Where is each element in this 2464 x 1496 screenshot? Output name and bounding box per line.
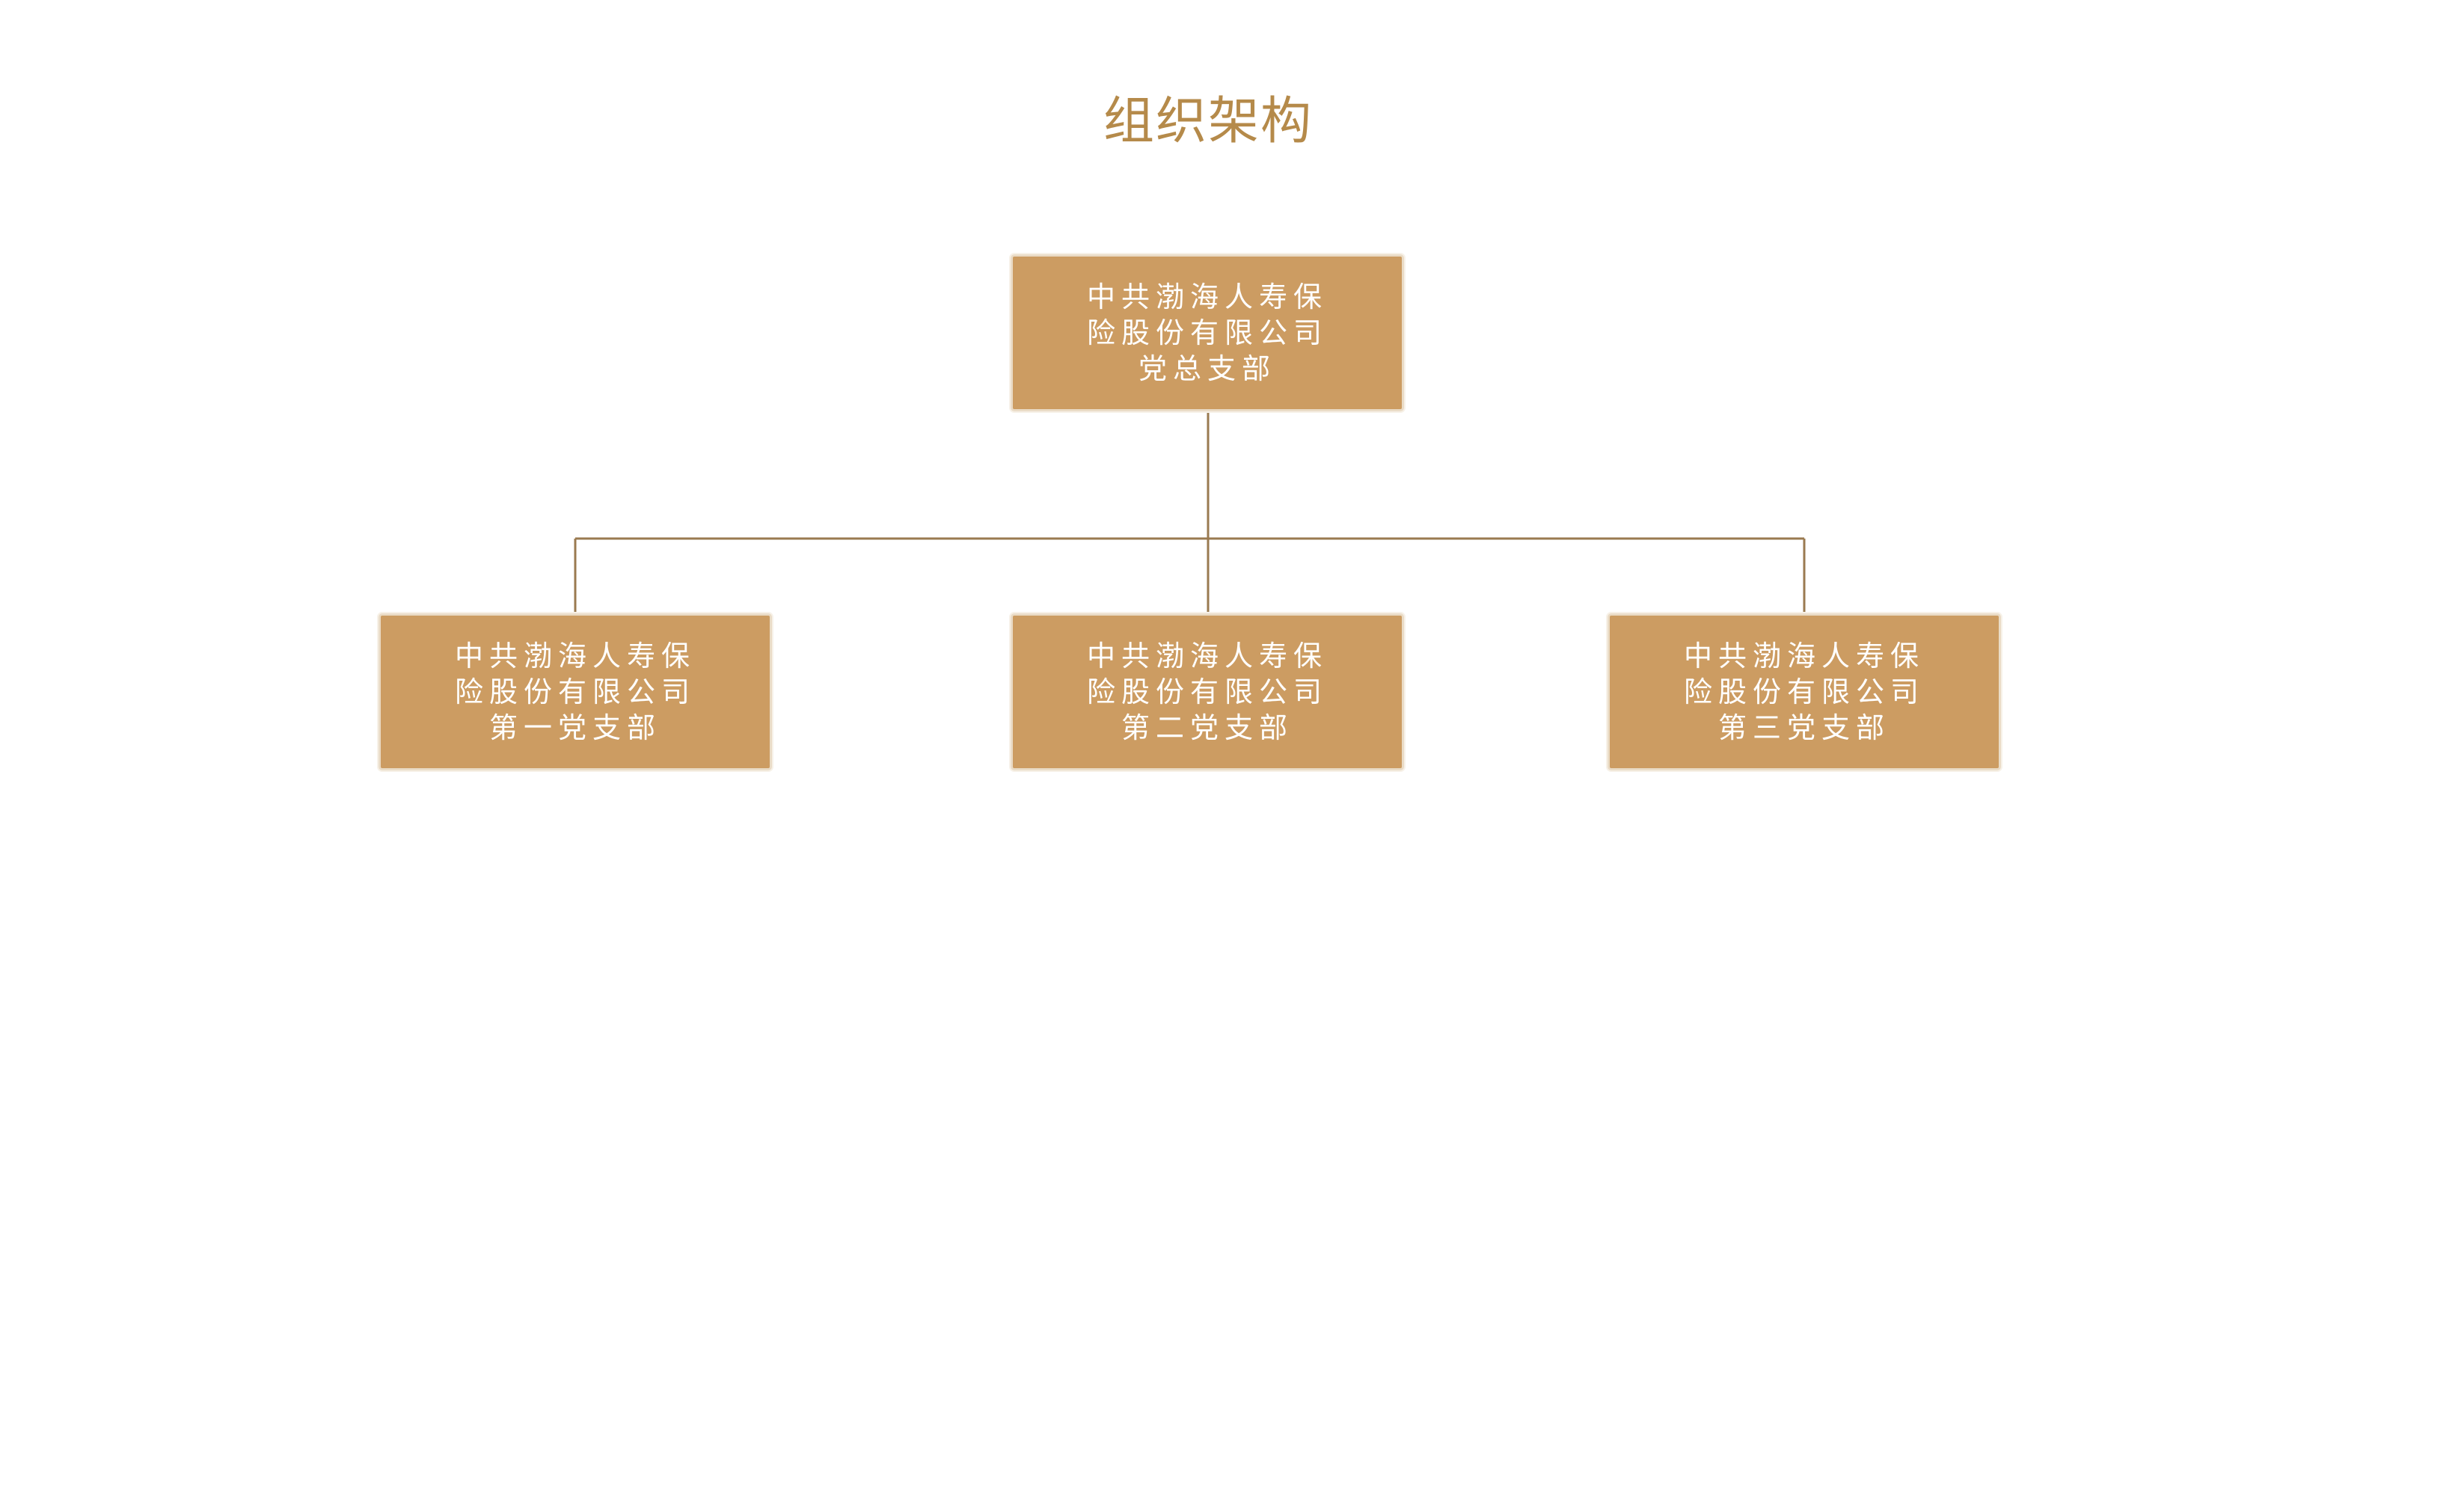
org-node-first-label: 中共渤海人寿保 险股份有限公司 第一党支部 [455,638,696,746]
org-node-root-label: 中共渤海人寿保 险股份有限公司 党总支部 [1087,279,1328,387]
org-node-root-line-1: 中共渤海人寿保 [1086,280,1328,313]
org-node-root-line-2: 险股份有限公司 [1086,316,1328,349]
org-node-second-line-3: 第二党支部 [1121,711,1293,744]
org-node-second-party-branch: 中共渤海人寿保 险股份有限公司 第二党支部 [1011,613,1404,770]
org-node-first-line-2: 险股份有限公司 [454,675,696,708]
org-node-third-line-2: 险股份有限公司 [1683,675,1925,708]
org-node-first-line-3: 第一党支部 [488,711,661,744]
org-node-third-line-1: 中共渤海人寿保 [1683,640,1925,672]
org-node-first-line-1: 中共渤海人寿保 [454,640,696,672]
org-node-third-label: 中共渤海人寿保 险股份有限公司 第三党支部 [1684,638,1925,746]
org-node-first-party-branch: 中共渤海人寿保 险股份有限公司 第一党支部 [379,613,772,770]
org-node-root-line-3: 党总支部 [1138,352,1276,385]
org-node-second-line-2: 险股份有限公司 [1086,675,1328,708]
org-node-third-party-branch: 中共渤海人寿保 险股份有限公司 第三党支部 [1608,613,2001,770]
org-node-root-party-general-branch: 中共渤海人寿保 险股份有限公司 党总支部 [1011,254,1404,411]
org-node-second-line-1: 中共渤海人寿保 [1086,640,1328,672]
org-node-second-label: 中共渤海人寿保 险股份有限公司 第二党支部 [1087,638,1328,746]
page-title: 组织架构 [1103,92,1313,151]
org-node-third-line-3: 第三党支部 [1717,711,1890,744]
